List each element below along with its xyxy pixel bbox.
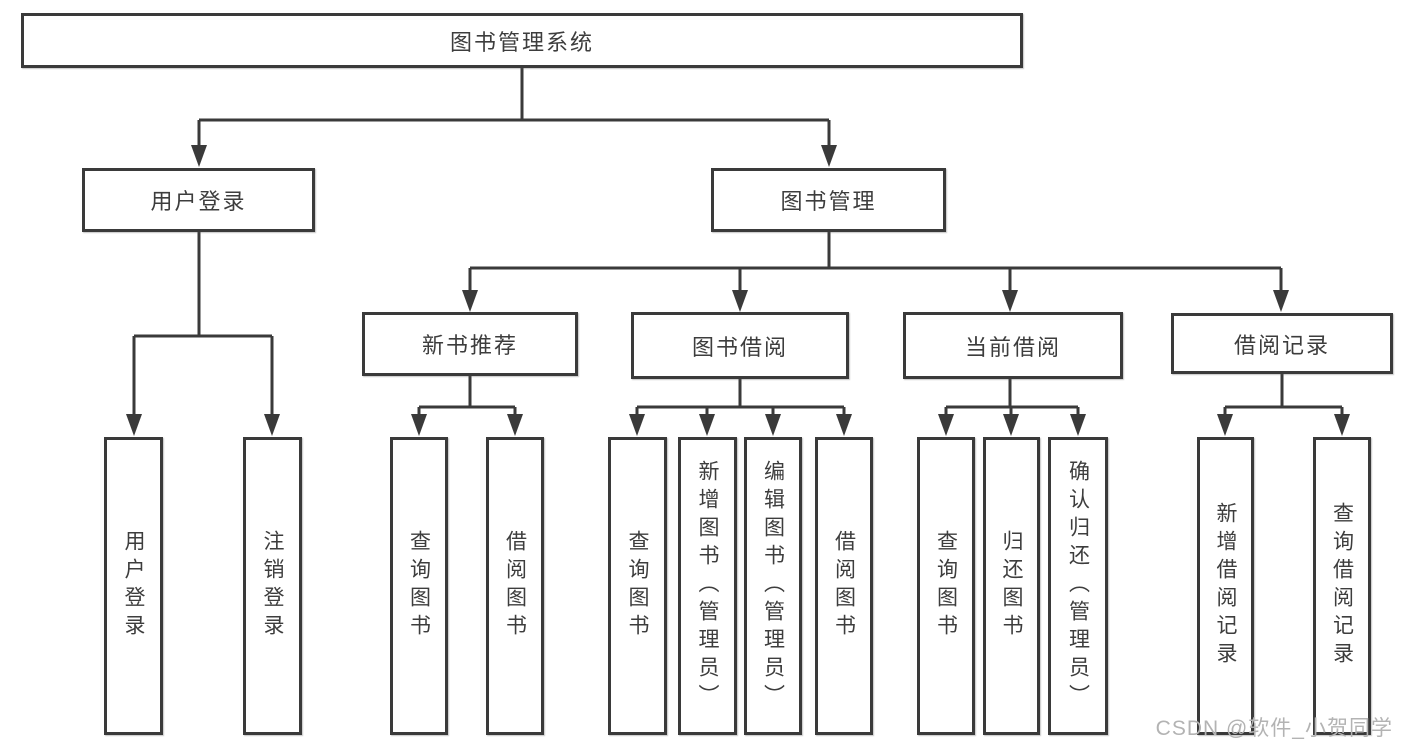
arrowhead-icon (411, 414, 427, 436)
arrowhead-icon (732, 290, 748, 312)
connector-new-book-group (417, 376, 517, 418)
arrowhead-icon (1003, 414, 1019, 436)
node-book-borrow: 图书借阅 (631, 312, 849, 379)
leaf-label: 编辑图书（管理员） (761, 460, 785, 712)
leaf-label: 归还图书 (1000, 530, 1023, 642)
arrowhead-icon (507, 414, 523, 436)
leaf-label: 确认归还（管理员） (1066, 460, 1090, 712)
arrowhead-icon (1002, 290, 1018, 312)
leaf-label: 查询图书 (626, 530, 649, 642)
arrowhead-icon (938, 414, 954, 436)
arrowhead-icon (836, 414, 852, 436)
node-new-book-recommend: 新书推荐 (362, 312, 578, 376)
connector-root-to-level2 (197, 68, 831, 150)
arrowhead-icon (126, 414, 142, 436)
arrowhead-icon (765, 414, 781, 436)
connector-user-login-group (132, 232, 274, 418)
arrowhead-icon (264, 414, 280, 436)
node-leaf-edit-book-admin: 编辑图书（管理员） (744, 437, 802, 735)
node-current-borrow: 当前借阅 (903, 312, 1123, 379)
node-leaf-borrow-books-2: 借阅图书 (815, 437, 873, 735)
leaf-label: 用户登录 (122, 530, 145, 642)
node-root-system: 图书管理系统 (21, 13, 1023, 68)
arrowhead-icon (191, 145, 207, 167)
leaf-label: 查询图书 (934, 530, 958, 642)
node-borrow-records: 借阅记录 (1171, 313, 1393, 374)
node-user-login: 用户登录 (82, 168, 315, 232)
connector-book-borrow-group (635, 379, 846, 418)
leaf-label: 新增借阅记录 (1214, 502, 1237, 670)
leaf-label: 查询借阅记录 (1330, 502, 1354, 670)
connector-borrow-records-group (1223, 374, 1344, 418)
node-leaf-query-books-3: 查询图书 (917, 437, 975, 735)
leaf-label: 查询图书 (407, 530, 431, 642)
node-leaf-return-book: 归还图书 (983, 437, 1040, 735)
node-book-management: 图书管理 (711, 168, 946, 232)
leaf-label: 借阅图书 (832, 530, 856, 642)
node-leaf-confirm-return-admin: 确认归还（管理员） (1048, 437, 1108, 735)
node-leaf-query-books-2: 查询图书 (608, 437, 667, 735)
node-leaf-borrow-books-1: 借阅图书 (486, 437, 544, 735)
arrowhead-icon (629, 414, 645, 436)
node-leaf-query-borrow-record: 查询借阅记录 (1313, 437, 1371, 735)
node-leaf-add-borrow-record: 新增借阅记录 (1197, 437, 1254, 735)
node-leaf-query-books-1: 查询图书 (390, 437, 448, 735)
node-leaf-add-book-admin: 新增图书（管理员） (678, 437, 737, 735)
node-leaf-logout: 注销登录 (243, 437, 302, 735)
arrowhead-icon (1217, 414, 1233, 436)
arrowhead-icon (821, 145, 837, 167)
node-leaf-user-login: 用户登录 (104, 437, 163, 735)
arrowhead-icon (1070, 414, 1086, 436)
connector-book-management-group (468, 232, 1283, 294)
arrowhead-icon (462, 290, 478, 312)
leaf-label: 注销登录 (261, 530, 284, 642)
connector-current-borrow-group (944, 379, 1080, 418)
leaf-label: 借阅图书 (503, 530, 527, 642)
arrowhead-icon (699, 414, 715, 436)
arrowhead-icon (1273, 290, 1289, 312)
leaf-label: 新增图书（管理员） (696, 460, 719, 712)
csdn-watermark: CSDN @软件_小贺同学 (1155, 717, 1393, 740)
arrowhead-icon (1334, 414, 1350, 436)
